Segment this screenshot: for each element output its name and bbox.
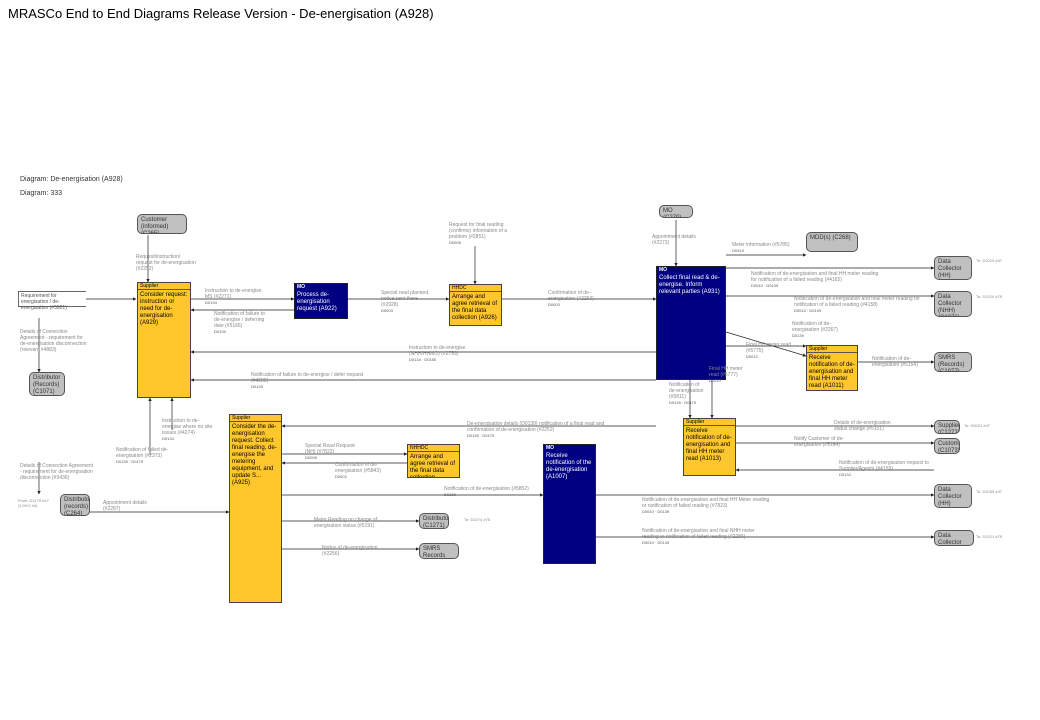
diagram-name: Diagram: De-energisation (A928) xyxy=(20,176,123,183)
diagram-title: MRASCo End to End Diagrams Release Versi… xyxy=(8,6,434,21)
side-note: To: D1021 #75 xyxy=(976,534,1003,539)
flow-label: Notification of de-energisation (#2267)D… xyxy=(792,321,838,338)
flow-label: Appointment details (#2273) xyxy=(652,234,696,246)
flow-label: Notification of de-energisation (#5852)D… xyxy=(444,486,529,497)
flow-label: Request for final reading (confirms) inf… xyxy=(449,222,508,245)
flow-label: Details of Connection Agreement - requir… xyxy=(20,329,87,353)
lane-label: Supplier xyxy=(138,283,190,290)
mdd-node[interactable]: MDD(s) (C268) xyxy=(806,232,858,252)
lane-label: Supplier xyxy=(807,346,857,353)
flow-label: Notify Customer of de-energisation (#516… xyxy=(794,436,845,448)
data-collector-nhh-top[interactable]: Data Collector (NHH) (C1076) xyxy=(934,291,972,317)
lane-label: NHHDC xyxy=(408,445,459,452)
side-note: To: D0001 #47 xyxy=(964,423,991,428)
flow-label: Notification of failed de-energisation (… xyxy=(116,447,169,464)
trigger-event: Requirement for energisation / de-energi… xyxy=(18,291,86,311)
flow-label: Notification of de-energisation and fina… xyxy=(794,296,920,313)
flow-label: Details of de-energisation status change… xyxy=(834,420,891,432)
data-collector-nhh-bottom[interactable]: Data Collector (NHH) (C1081) xyxy=(934,530,974,546)
flow-label: Instruction to de-energise where no site… xyxy=(162,418,213,441)
diagram-number: Diagram: 333 xyxy=(20,190,63,197)
flow-label: Final HH meter read (#5775)D0010 xyxy=(746,342,792,359)
flow-label: Notification of de-energisation and fina… xyxy=(751,271,879,288)
flow-label: Notification of de-energisation request … xyxy=(839,460,929,477)
flow-label: Notification of de-energisation and fina… xyxy=(642,497,770,514)
flow-label: Meter information (#5785)D0313 xyxy=(732,242,790,253)
collect-final-read-process[interactable]: MO Collect final read & de-energise. Inf… xyxy=(656,266,726,380)
consider-request-process[interactable]: Supplier Consider request: instruction o… xyxy=(137,282,191,398)
side-note: To: D1020 #75 xyxy=(976,294,1003,299)
distributor-records-left[interactable]: Distributor (Records) (C1071) xyxy=(29,372,65,396)
process-text: Arrange and agree retrieval of the final… xyxy=(410,454,456,478)
data-collector-hh-top[interactable]: Data Collector (HH) (C1075) xyxy=(934,256,972,280)
data-collector-hh-bottom[interactable]: Data Collector (HH) (C1083) xyxy=(934,484,972,508)
smrs-records-node[interactable]: SMRS (Records) (C1077) xyxy=(934,352,972,372)
lane-label: MO xyxy=(659,267,668,273)
process-text: Receive notification of the de-energisat… xyxy=(546,453,592,480)
receive-hh-meter-read[interactable]: Supplier Receive notification of de-ener… xyxy=(683,418,736,476)
process-text: Arrange and agree retrieval of the final… xyxy=(452,294,498,321)
customer-informed-node[interactable]: Customer (informed) (C265) xyxy=(137,214,187,234)
process-text: Collect final read & de-energise. Inform… xyxy=(659,275,720,295)
process-text: Receive notification of de-energisation … xyxy=(809,355,855,389)
side-note: To: D1020 #47 xyxy=(976,258,1003,263)
flow-label: Final HH meter read (#5777)D0010 xyxy=(709,366,743,383)
lane-label: MO xyxy=(546,445,555,451)
side-note: To: D1074 #75 xyxy=(464,517,491,522)
flow-label: Meter Reading on change of energisation … xyxy=(314,517,378,529)
process-deenergisation-request[interactable]: MO Process de-energisation request (A922… xyxy=(294,283,348,319)
process-text: Process de-energisation request (A922) xyxy=(297,292,337,312)
process-text: Consider the de-energisation request. Co… xyxy=(232,424,277,486)
flow-label: Details of Connection Agreement - requir… xyxy=(20,463,94,481)
consider-deenergisation-request[interactable]: Supplier Consider the de-energisation re… xyxy=(229,414,282,603)
flow-label: Notification of de-energisation (#5154) xyxy=(872,356,918,368)
flow-label: Confirmation of de-energisation (#5843)D… xyxy=(335,462,381,479)
process-text: Consider request: instruction or need fo… xyxy=(140,292,188,326)
flow-label: Request/instruction/ request for de-ener… xyxy=(136,254,196,272)
supplier-node[interactable]: Supplier (C1272) xyxy=(934,420,960,434)
flow-label: Notification of de-energisation and fina… xyxy=(642,528,755,545)
arrange-final-collection-mid[interactable]: NHHDC Arrange and agree retrieval of the… xyxy=(407,444,460,478)
flow-label: De-energisation details (D0139) notifica… xyxy=(467,421,605,438)
lane-label: Supplier xyxy=(684,419,735,426)
mo-node[interactable]: MO (C270) xyxy=(659,205,693,218)
receive-notification-right[interactable]: Supplier Receive notification of de-ener… xyxy=(806,345,858,391)
lane-label: MO xyxy=(297,284,306,290)
arrange-final-collection-top[interactable]: HHDC Arrange and agree retrieval of the … xyxy=(449,284,502,326)
receive-notification-deenergisation[interactable]: MO Receive notification of the de-energi… xyxy=(543,444,596,564)
lane-label: HHDC xyxy=(450,285,501,292)
flow-label: Notification of failure to de-energise /… xyxy=(214,311,265,334)
distributor-records-bottom[interactable]: Distributor (records) (C264) xyxy=(60,494,90,516)
flow-label: Notification of de-energisation (#5811)D… xyxy=(669,382,704,405)
flow-label: Special read planned, notice sent there … xyxy=(381,290,430,313)
flow-label: Notification of failure to de-energise /… xyxy=(251,372,364,389)
smrs-records-bottom[interactable]: SMRS Records (C1272) xyxy=(419,543,459,559)
flow-label: Instruction to de-energise (NHH/HHMO) (#… xyxy=(409,345,466,362)
distributor-node[interactable]: Distributor (C1271) xyxy=(419,513,449,529)
flow-label: Special Read Request (NH) (#7822)D0005 xyxy=(305,443,355,460)
flow-label: Instruction to de-energise MS (#2271)D01… xyxy=(205,288,262,305)
process-text: Receive notification of de-energisation … xyxy=(686,428,732,462)
side-note: To: D1055 #47 xyxy=(976,489,1003,494)
flow-label: Appointment details (#2287) xyxy=(103,500,147,512)
lane-label: Supplier xyxy=(230,415,281,422)
flow-label: Confirmation of de-energisation (#2253)D… xyxy=(548,290,594,307)
customer-node[interactable]: Customer (C1073) xyxy=(934,438,960,454)
side-note: From: D1179 #47 (1:09:0 44) xyxy=(18,498,49,508)
flow-label: Notice of de-energisation (#2256) xyxy=(322,545,378,557)
